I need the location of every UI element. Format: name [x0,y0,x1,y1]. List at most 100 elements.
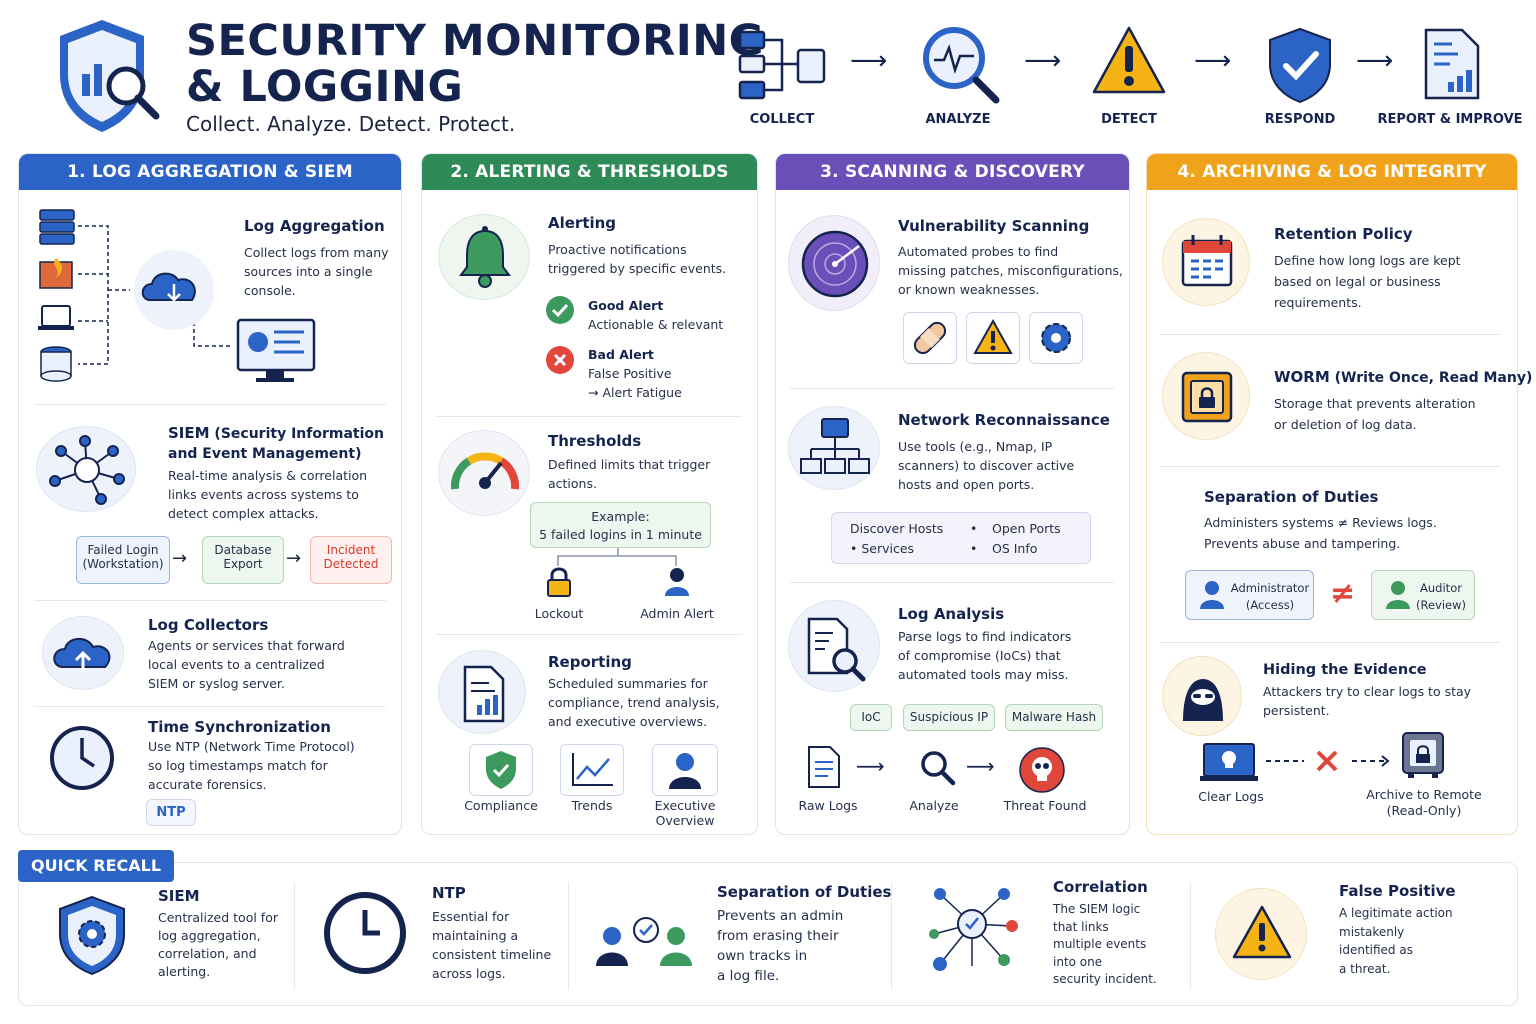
divider [1160,334,1500,335]
two-users-icon [592,910,702,974]
remote-vault-icon [1400,730,1446,784]
report-document-icon [1420,26,1484,106]
admin-alert-label: Admin Alert [640,606,714,621]
log-collectors-title: Log Collectors [148,616,269,634]
compliance-shield-icon [469,744,533,796]
calendar-icon [1162,218,1250,306]
quick-recall-panel [18,862,1518,1006]
admin-user-icon [1198,579,1226,614]
x-circle-icon [545,345,575,379]
recall-siem-title: SIEM [158,887,200,905]
auditor-user-icon [1384,579,1412,614]
chip-failed-login: Failed Login(Workstation) [76,536,170,584]
time-sync-title: Time Synchronization [148,718,331,736]
compliance-label: Compliance [464,798,538,813]
thresholds-title: Thresholds [548,432,642,450]
alerting-title: Alerting [548,214,617,232]
network-recon-title: Network Reconnaissance [898,411,1110,429]
check-circle-icon [545,295,575,329]
gauge-icon [438,430,530,516]
recall-false-positive-title: False Positive [1339,882,1456,900]
logo-shield-icon [44,16,168,140]
ntp-clock-icon [322,890,408,980]
flow-arrow-icon: ⟶ [1194,46,1232,76]
worm-title: WORM (Write Once, Read Many) [1274,368,1533,386]
collect-icon [736,28,828,108]
divider [1190,882,1191,990]
lockout-label: Lockout [534,606,584,621]
divider [1160,466,1500,467]
raw-log-doc-icon [806,744,842,794]
flow-arrow-icon: ⟶ [1356,46,1394,76]
analyze-label: Analyze [909,798,959,813]
not-equal-symbol: ≠ [1330,576,1356,611]
trends-label: Trends [571,798,613,813]
divider [34,600,386,601]
recall-sod-title: Separation of Duties [717,883,892,901]
retention-title: Retention Policy [1274,225,1413,243]
warning-icon [966,312,1020,364]
divider [790,388,1114,389]
divider [790,582,1114,583]
log-sources-diagram [34,204,324,393]
divider [294,882,295,990]
archive-remote-label: Archive to Remote(Read-Only) [1366,787,1482,818]
reporting-title: Reporting [548,653,632,671]
flow-arrow-icon: ⟶ [1024,46,1062,76]
bell-icon [438,214,530,300]
clock-icon [48,724,116,796]
threat-found-label: Threat Found [1003,798,1087,813]
recall-correlation-title: Correlation [1053,878,1148,896]
raw-logs-label: Raw Logs [798,798,858,813]
radar-scan-icon [788,215,880,311]
page-title: SECURITY MONITORING& LOGGING [186,16,765,112]
trends-chart-icon [560,744,624,796]
threshold-example: Example:5 failed logins in 1 minute [530,502,711,548]
section-title: 2. ALERTING & THRESHOLDS [422,154,757,190]
quick-recall-tab: QUICK RECALL [18,850,174,882]
flow-arrow-icon: ⟶ [850,46,888,76]
magnifier-icon [918,748,956,790]
tag-malware-hash: Malware Hash [1005,704,1103,731]
flow-step-report: REPORT & IMPROVE [1377,112,1523,127]
skull-threat-icon [1018,746,1066,798]
divider [34,404,386,405]
safe-lock-icon [1162,352,1250,440]
section-title: 1. LOG AGGREGATION & SIEM [19,154,401,190]
divider [436,416,742,417]
respond-shield-icon [1266,26,1334,108]
arrow-icon: → [286,548,302,569]
gear-icon [1029,312,1083,364]
section-title: 4. ARCHIVING & LOG INTEGRITY [1147,154,1517,190]
lock-icon [545,566,573,602]
user-alert-icon [663,566,691,602]
arrow-icon: → [172,548,188,569]
flow-step-analyze: ANALYZE [925,112,991,127]
auditor-card: Auditor(Review) [1371,570,1475,620]
laptop-skull-icon [1198,740,1260,788]
time-sync-text: Use NTP (Network Time Protocol)so log ti… [148,739,355,792]
tag-ioc: IoC [850,704,892,731]
blocked-dashed-line [1266,746,1390,780]
recon-targets: Discover Hosts • Services • Open Ports •… [831,512,1091,564]
report-icon [438,650,526,734]
hiding-title: Hiding the Evidence [1263,662,1427,678]
flow-step-respond: RESPOND [1264,112,1336,127]
threshold-branches [556,548,680,572]
